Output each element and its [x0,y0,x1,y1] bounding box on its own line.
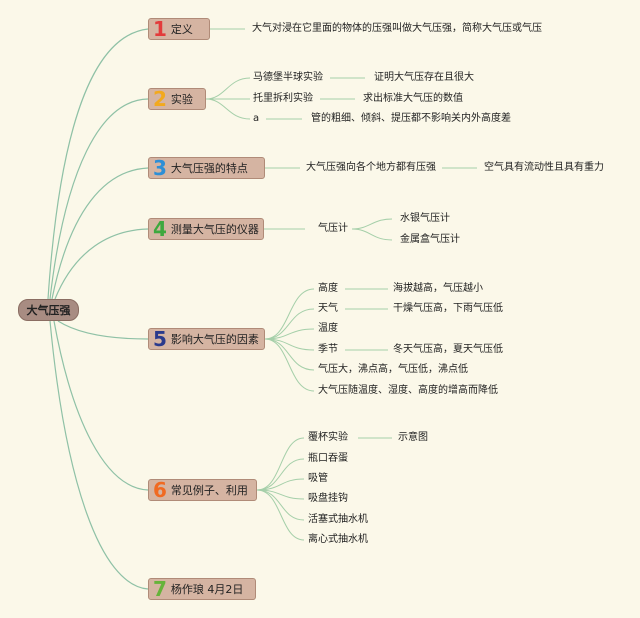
branch-number: 2 [153,87,167,111]
definition-text: 大气对浸在它里面的物体的压强叫做大气压强，简称大气压或气压 [252,23,542,34]
factor-detail: 干燥气压高，下雨气压低 [393,303,503,314]
branch-instruments[interactable]: 4 测量大气压的仪器 [148,218,264,240]
instrument-type: 金属盒气压计 [400,234,460,245]
example-name: 瓶口吞蛋 [308,453,348,464]
factor-name: 大气压随温度、湿度、高度的增高而降低 [318,385,498,396]
experiment-name: a [253,113,260,124]
example-name: 离心式抽水机 [308,534,368,545]
branch-number: 6 [153,478,167,502]
branch-label: 测量大气压的仪器 [170,223,259,236]
example-name: 覆杯实验 [308,432,348,443]
factor-detail: 海拔越高，气压越小 [393,283,483,294]
branch-number: 1 [153,17,167,41]
factor-detail: 冬天气压高，夏天气压低 [393,344,503,355]
example-name: 吸盘挂钩 [308,493,348,504]
instrument-name: 气压计 [318,223,348,234]
experiment-result: 证明大气压存在且很大 [374,72,474,83]
feature-text: 大气压强向各个地方都有压强 [306,162,436,173]
branch-label: 实验 [170,93,193,106]
branch-definition[interactable]: 1 定义 [148,18,210,40]
branch-label: 定义 [170,23,193,36]
branch-number: 5 [153,327,167,351]
branch-number: 7 [153,577,167,601]
factor-name: 高度 [318,283,338,294]
factor-name: 气压大，沸点高，气压低，沸点低 [318,364,468,375]
feature-reason: 空气具有流动性且具有重力 [484,162,604,173]
factor-name: 天气 [318,303,338,314]
root-node[interactable]: 大气压强 [18,299,79,321]
branch-label: 杨作琅 4月2日 [170,583,244,596]
experiment-name: 托里拆利实验 [253,93,313,104]
branch-number: 4 [153,217,167,241]
example-name: 活塞式抽水机 [308,514,368,525]
branch-label: 影响大气压的因素 [170,333,259,346]
factor-name: 温度 [318,323,338,334]
branch-number: 3 [153,156,167,180]
branch-examples[interactable]: 6 常见例子、利用 [148,479,257,501]
instrument-type: 水银气压计 [400,213,450,224]
branch-experiment[interactable]: 2 实验 [148,88,206,110]
experiment-result: 求出标准大气压的数值 [363,93,463,104]
factor-name: 季节 [318,344,338,355]
experiment-name: 马德堡半球实验 [253,72,323,83]
branch-author[interactable]: 7 杨作琅 4月2日 [148,578,256,600]
branch-label: 大气压强的特点 [170,162,248,175]
experiment-result: 管的粗细、倾斜、提压都不影响关内外高度差 [311,113,511,124]
branch-label: 常见例子、利用 [170,484,248,497]
branch-factors[interactable]: 5 影响大气压的因素 [148,328,265,350]
example-name: 吸管 [308,473,328,484]
branch-features[interactable]: 3 大气压强的特点 [148,157,265,179]
example-detail: 示意图 [398,432,428,443]
